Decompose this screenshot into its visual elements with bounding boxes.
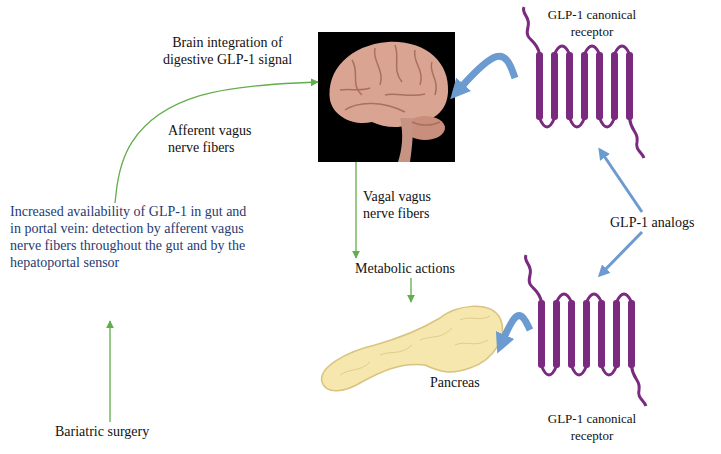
receptor-illustration	[525, 255, 646, 406]
drug-action-arrow	[500, 316, 530, 347]
nerve-signal-arrow	[355, 162, 356, 258]
brainstem	[398, 118, 413, 162]
node-label: Increased availability of GLP-1 in gut a…	[10, 203, 250, 271]
brain-gyri	[340, 45, 440, 125]
nerve-signal-arrow	[109, 321, 110, 422]
cerebrum	[330, 42, 449, 127]
drug-action-arrow	[600, 150, 642, 212]
nerve-signal-arrow	[115, 82, 318, 203]
brain-node: Brain integration of digestive GLP-1 sig…	[318, 32, 455, 162]
pancreas-node: Pancreas	[318, 302, 500, 400]
node-label: GLP-1 analogs	[610, 214, 715, 231]
nerve-signal-arrow	[410, 278, 411, 302]
pancreas-illustration	[322, 306, 503, 390]
node-label: GLP-1 canonical receptor	[542, 6, 642, 40]
drug-action-arrow	[455, 56, 515, 94]
mechanism-text-node: Increased availability of GLP-1 in gut a…	[10, 203, 250, 321]
pancreas-shape	[322, 306, 503, 390]
drug-node: GLP-1 analogs	[610, 212, 715, 232]
node-label: Pancreas	[430, 374, 500, 391]
brain-background	[318, 32, 455, 162]
drug-action-arrow	[600, 232, 642, 275]
edge-label: Afferent vagus nerve fibers	[168, 122, 278, 156]
node-label: GLP-1 canonical receptor	[542, 410, 642, 444]
pancreas-lobules	[340, 316, 490, 375]
receptor-node: GLP-1 canonical receptor	[530, 275, 640, 445]
receptor-node: GLP-1 canonical receptor	[515, 6, 640, 150]
receptor-illustration	[523, 7, 644, 158]
brain-illustration	[318, 32, 455, 162]
node-label: Brain integration of digestive GLP-1 sig…	[150, 34, 305, 68]
surgery-node: Bariatric surgery	[50, 422, 180, 442]
node-label: Bariatric surgery	[55, 423, 180, 440]
edge-label: Vagal vagus nerve fibers	[363, 188, 458, 222]
node-label: Metabolic actions	[355, 260, 475, 277]
action-node: Metabolic actions	[350, 258, 475, 278]
